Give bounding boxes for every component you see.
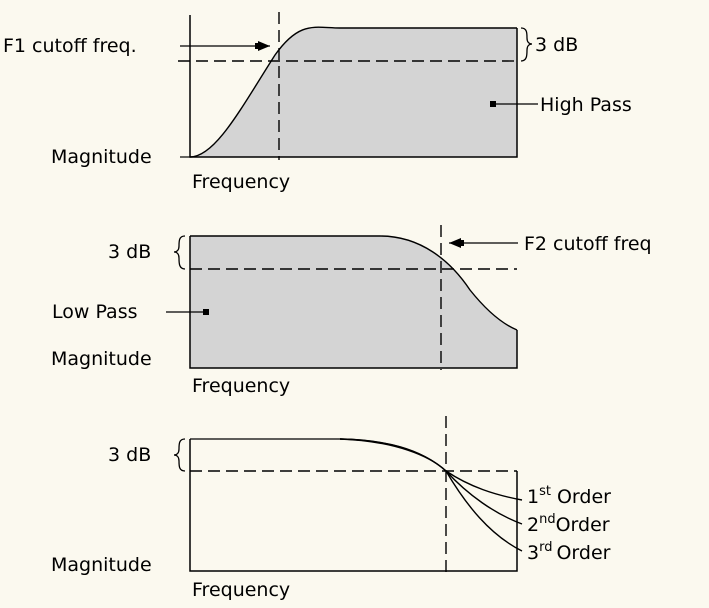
high-pass-3db-label: 3 dB (535, 34, 578, 56)
f1-arrow-marker (255, 43, 261, 49)
low-pass-frame (189, 236, 518, 369)
third-order-suffix: rd (539, 540, 552, 555)
high-pass-panel: F1 cutoff freq. 3 dB High Pass Magnitude… (3, 12, 632, 193)
low-pass-magnitude-label: Magnitude (51, 348, 152, 370)
high-pass-frame (189, 15, 518, 158)
f2-cutoff-label: F2 cutoff freq (524, 233, 652, 255)
low-pass-label: Low Pass (52, 301, 138, 323)
first-order-label: 1st Order (527, 484, 611, 508)
low-pass-shaded-area (190, 236, 517, 368)
first-order-word: Order (557, 486, 611, 508)
first-order-suffix: st (539, 484, 551, 499)
first-order-curve (339, 438, 523, 501)
order-magnitude-label: Magnitude (51, 554, 152, 576)
low-pass-3db-label: 3 dB (108, 241, 151, 263)
second-order-curve (339, 438, 523, 525)
order-3db-brace (173, 438, 186, 472)
high-pass-magnitude-label: Magnitude (51, 146, 152, 168)
high-pass-3db-brace (520, 27, 533, 62)
second-order-word: Order (556, 514, 610, 536)
second-order-number: 2 (527, 514, 539, 536)
low-pass-3db-brace (173, 235, 186, 270)
high-pass-marker-dot (490, 101, 496, 107)
first-order-number: 1 (527, 486, 539, 508)
second-order-label: 2ndOrder (527, 512, 610, 536)
high-pass-curve (189, 26, 517, 158)
second-order-suffix: nd (539, 512, 556, 527)
order-frequency-label: Frequency (192, 579, 290, 601)
third-order-number: 3 (527, 542, 539, 564)
low-pass-marker-dot (203, 309, 209, 315)
f2-arrow-marker (458, 240, 464, 246)
order-frame (189, 439, 518, 572)
third-order-label: 3rd Order (527, 540, 611, 564)
third-order-word: Order (556, 542, 610, 564)
order-3db-label: 3 dB (108, 444, 151, 466)
high-pass-label: High Pass (540, 94, 632, 116)
low-pass-panel: 3 dB F2 cutoff freq Low Pass Magnitude F… (51, 225, 652, 397)
third-order-curve (339, 438, 523, 552)
f1-cutoff-label: F1 cutoff freq. (3, 35, 137, 57)
high-pass-frequency-label: Frequency (192, 171, 290, 193)
high-pass-shaded-area (190, 27, 517, 157)
low-pass-frequency-label: Frequency (192, 375, 290, 397)
low-pass-curve (190, 235, 518, 331)
